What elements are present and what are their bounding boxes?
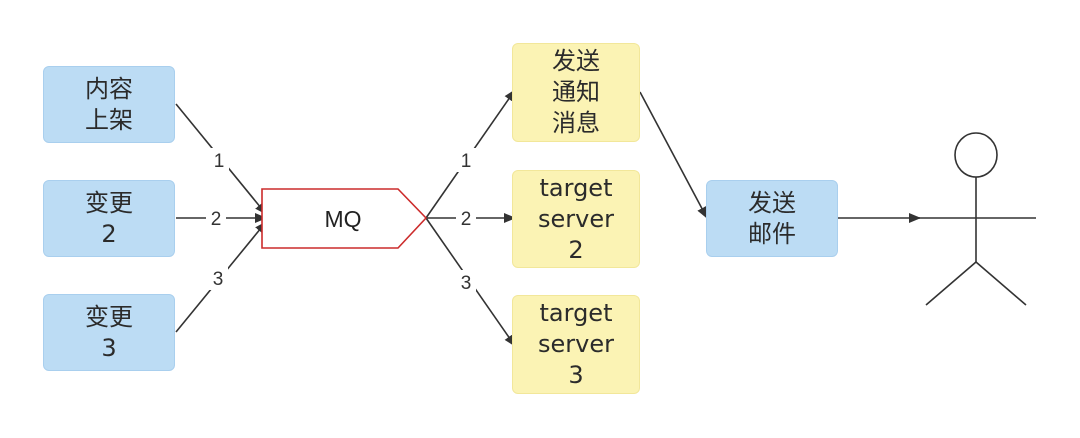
target-node-notify: 发送 通知 消息 <box>512 43 640 142</box>
target-node-server-3: target server 3 <box>512 295 640 394</box>
target-node-server-2: target server 2 <box>512 170 640 268</box>
mq-node <box>261 188 428 249</box>
source-node-change-2: 变更 2 <box>43 180 175 257</box>
source-node-content: 内容 上架 <box>43 66 175 143</box>
mq-label: MQ <box>324 206 361 232</box>
edge-label-in-3: 3 <box>213 269 224 290</box>
edge-label-in-1: 1 <box>214 151 225 172</box>
edge-label-in-2: 2 <box>211 209 222 230</box>
edge-notify-to-mail <box>639 91 708 219</box>
edge-label-out-3: 3 <box>461 273 472 294</box>
edge-label-out-1: 1 <box>461 151 472 172</box>
mail-node: 发送 邮件 <box>706 180 838 257</box>
source-node-change-3: 变更 3 <box>43 294 175 371</box>
person-icon <box>916 132 1036 306</box>
edge-label-out-2: 2 <box>461 209 472 230</box>
